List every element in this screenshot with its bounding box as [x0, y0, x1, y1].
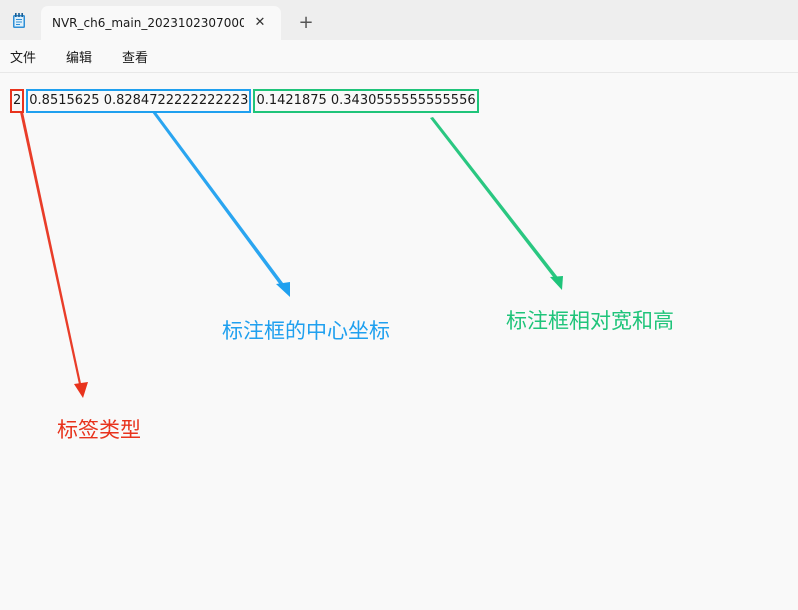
tab-title: NVR_ch6_main_20231023070002_2: [52, 16, 244, 30]
annotation-box-size: 标注框相对宽和高: [506, 309, 674, 333]
menu-bar: 文件 编辑 查看: [0, 40, 798, 73]
notepad-icon: [12, 13, 26, 29]
document-tab[interactable]: NVR_ch6_main_20231023070002_2 ✕: [41, 6, 281, 40]
menu-view[interactable]: 查看: [122, 51, 149, 66]
close-icon[interactable]: ✕: [254, 15, 266, 30]
size-values-box: 0.1421875 0.3430555555555556: [253, 89, 479, 113]
label-value-box: 2: [10, 89, 25, 113]
menu-edit[interactable]: 编辑: [66, 51, 93, 66]
title-bar: NVR_ch6_main_20231023070002_2 ✕ +: [0, 0, 798, 40]
annotation-label-type: 标签类型: [57, 418, 141, 442]
annotation-box-center: 标注框的中心坐标: [222, 319, 390, 343]
menu-file[interactable]: 文件: [10, 51, 37, 66]
plus-icon[interactable]: +: [298, 12, 314, 33]
center-coords-box: 0.8515625 0.8284722222222223: [26, 89, 252, 113]
